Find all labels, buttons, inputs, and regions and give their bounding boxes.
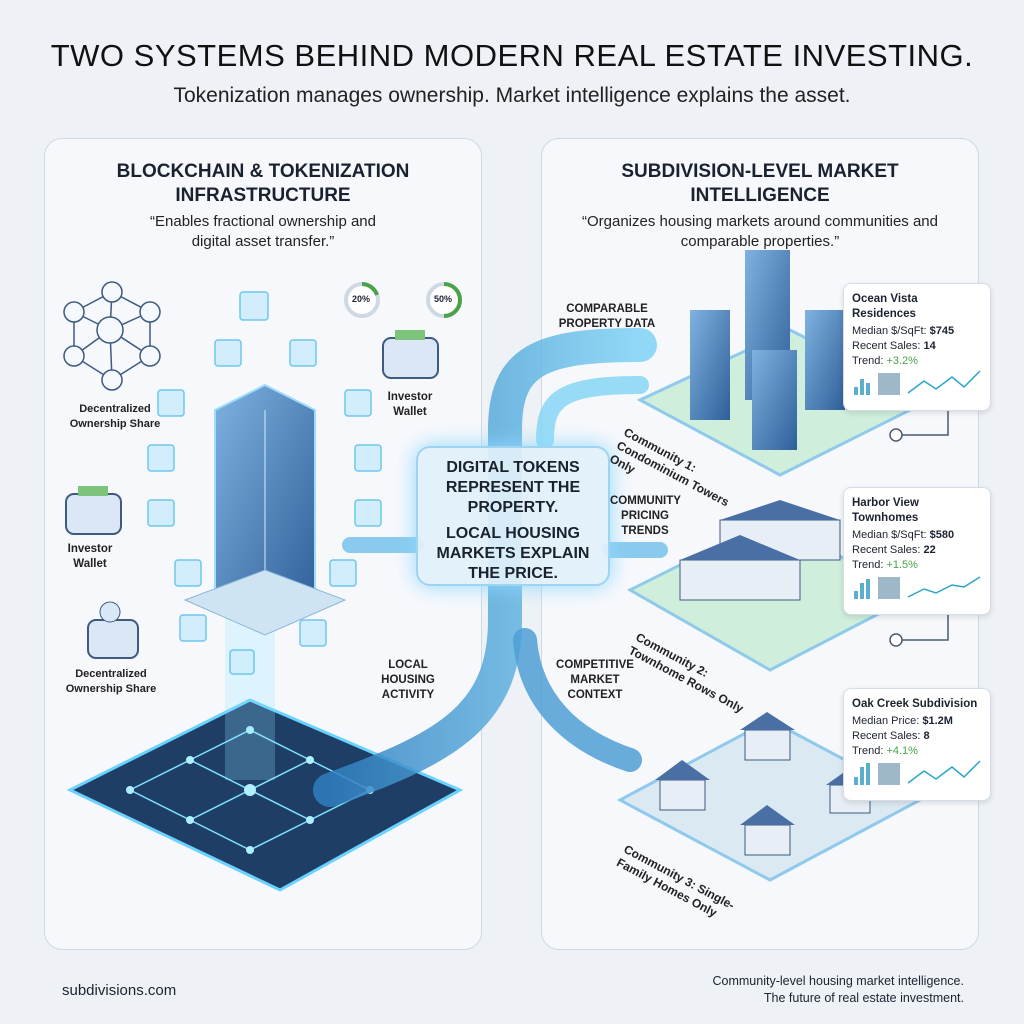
sales-value: 8 [923, 730, 930, 742]
metric-label: Median $/SqFt: [852, 325, 927, 337]
trend-label: Trend: [852, 559, 884, 571]
center-message-box: DIGITAL TOKENS REPRESENT THE PROPERTY. L… [416, 446, 610, 586]
page-title: TWO SYSTEMS BEHIND MODERN REAL ESTATE IN… [50, 38, 974, 73]
pct-label-20: 20% [352, 294, 371, 304]
ownership-share-label-bottom: Decentralized Ownership Share [65, 668, 157, 695]
sales-label: Recent Sales: [852, 340, 921, 352]
investor-wallet-label-left: Investor Wallet [67, 543, 113, 570]
card-sparkline-icon [854, 370, 981, 395]
metric-label: Median $/SqFt: [852, 529, 927, 541]
tokenized-tower [183, 383, 347, 636]
center-line-1: DIGITAL TOKENS REPRESENT THE PROPERTY. [445, 459, 581, 516]
trend-value: +1.5% [886, 559, 918, 571]
trend-value: +3.2% [886, 355, 918, 367]
metric-value: $745 [929, 325, 955, 337]
card-title: Harbor View Townhomes [852, 497, 919, 524]
market-card-harbor-view[interactable]: Harbor View Townhomes Median $/SqFt: $58… [843, 487, 991, 615]
sales-value: 22 [923, 544, 936, 556]
right-panel-heading: SUBDIVISION-LEVEL MARKET INTELLIGENCE [621, 161, 899, 206]
card-title: Oak Creek Subdivision [852, 698, 978, 710]
sales-label: Recent Sales: [852, 730, 921, 742]
trend-label: Trend: [852, 355, 884, 367]
token-cubes [147, 291, 382, 675]
market-card-ocean-vista[interactable]: Ocean Vista Residences Median $/SqFt: $7… [843, 283, 991, 411]
footer-tagline-2: The future of real estate investment. [763, 991, 964, 1005]
wallet-coin-icon [87, 601, 139, 659]
center-line-2: LOCAL HOUSING MARKETS EXPLAIN THE PRICE. [436, 525, 590, 582]
wallet-icon-left [65, 486, 122, 535]
metric-label: Median Price: [852, 715, 920, 727]
metric-value: $1.2M [922, 715, 953, 727]
data-flow-roads [313, 328, 668, 807]
market-card-oak-creek[interactable]: Oak Creek Subdivision Median Price: $1.2… [843, 688, 991, 801]
trend-value: +4.1% [886, 745, 918, 757]
card-title: Ocean Vista Residences [852, 293, 918, 320]
sales-value: 14 [923, 340, 936, 352]
right-panel-quote: “Organizes housing markets around commun… [581, 213, 938, 250]
ownership-network-icon [63, 281, 161, 391]
flow-label-comparable: COMPARABLE PROPERTY DATA [558, 303, 656, 330]
pct-label-50: 50% [434, 294, 453, 304]
ownership-share-label-top: Decentralized Ownership Share [69, 403, 161, 430]
card-sparkline-icon [854, 576, 981, 599]
left-panel-heading: BLOCKCHAIN & TOKENIZATION INFRASTRUCTURE [116, 161, 410, 206]
left-panel-quote: “Enables fractional ownership and digita… [150, 213, 376, 250]
investor-wallet-label-top: Investor Wallet [387, 391, 433, 418]
trend-label: Trend: [852, 745, 884, 757]
flow-label-pricing: COMMUNITY PRICING TRENDS [610, 495, 681, 537]
wallet-icon-top [382, 330, 439, 379]
footer-tagline: Community-level housing market intellige… [712, 973, 964, 1007]
flow-label-local: LOCAL HOUSING ACTIVITY [381, 659, 435, 701]
sales-label: Recent Sales: [852, 544, 921, 556]
page-subtitle: Tokenization manages ownership. Market i… [173, 84, 851, 107]
flow-label-competitive: COMPETITIVE MARKET CONTEXT [556, 659, 634, 701]
metric-value: $580 [929, 529, 955, 541]
footer-tagline-1: Community-level housing market intellige… [712, 974, 964, 988]
footer-site: subdivisions.com [62, 982, 177, 999]
card-sparkline-icon [854, 760, 981, 785]
community-2-townhomes [626, 500, 919, 672]
